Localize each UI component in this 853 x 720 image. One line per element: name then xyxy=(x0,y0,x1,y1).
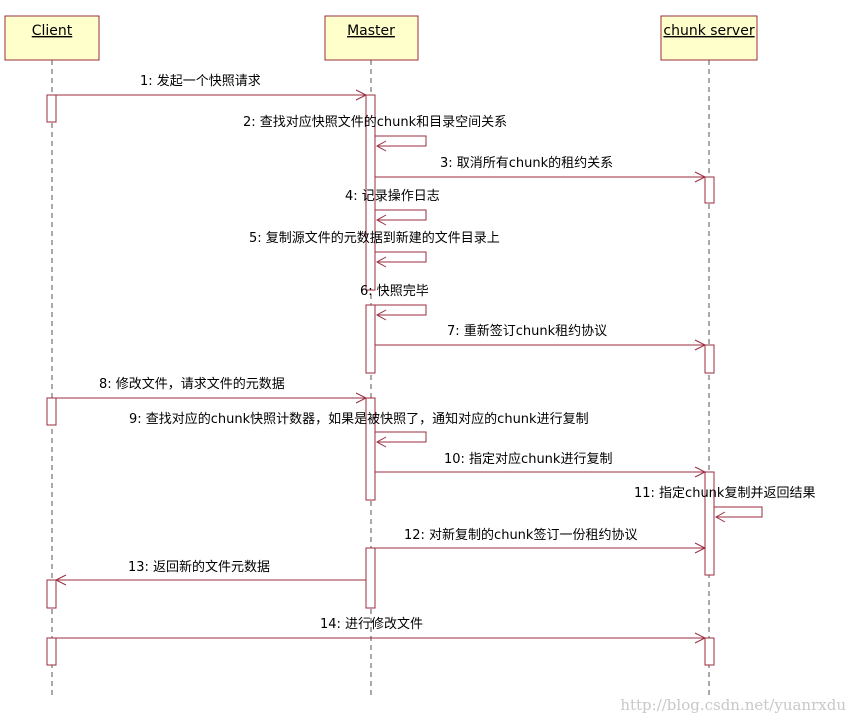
message-6-label: 6: 快照完毕 xyxy=(360,284,429,299)
actor-master: Master xyxy=(324,15,419,61)
message-8-label: 8: 修改文件，请求文件的元数据 xyxy=(99,376,285,392)
activation-bar xyxy=(46,397,57,426)
message-8: 8: 修改文件，请求文件的元数据 xyxy=(56,376,368,404)
message-7-label: 7: 重新签订chunk租约协议 xyxy=(447,323,607,339)
actor-master-label: Master xyxy=(347,23,395,39)
activation-bar xyxy=(704,344,715,374)
activation-bar xyxy=(46,637,57,666)
message-4-label: 4: 记录操作日志 xyxy=(345,188,440,204)
message-5: 5: 复制源文件的元数据到新建的文件目录上 xyxy=(249,230,500,268)
actor-client: Client xyxy=(4,15,100,61)
message-2-label: 2: 查找对应快照文件的chunk和目录空间关系 xyxy=(243,114,507,130)
message-13: 13: 返回新的文件元数据 xyxy=(54,559,366,586)
message-10: 10: 指定对应chunk进行复制 xyxy=(375,451,707,478)
actor-client-label: Client xyxy=(32,23,73,39)
actor-chunk-server-label: chunk server xyxy=(663,23,754,39)
message-1: 1: 发起一个快照请求 xyxy=(56,73,368,101)
message-5-label: 5: 复制源文件的元数据到新建的文件目录上 xyxy=(249,230,500,246)
message-13-label: 13: 返回新的文件元数据 xyxy=(128,559,270,575)
message-7: 7: 重新签订chunk租约协议 xyxy=(375,323,707,351)
message-2: 2: 查找对应快照文件的chunk和目录空间关系 xyxy=(243,114,507,152)
activation-bar xyxy=(365,547,376,609)
message-6: 6: 快照完毕 xyxy=(360,284,429,321)
message-11-label: 11: 指定chunk复制并返回结果 xyxy=(634,486,815,501)
actor-chunk-server: chunk server xyxy=(660,15,758,61)
message-1-label: 1: 发起一个快照请求 xyxy=(140,73,261,89)
message-9-label: 9: 查找对应的chunk快照计数器，如果是被快照了，通知对应的chunk进行复… xyxy=(129,411,589,427)
activation-bar xyxy=(365,397,376,501)
message-4: 4: 记录操作日志 xyxy=(345,188,440,226)
activation-bar xyxy=(365,94,376,291)
activation-bar xyxy=(704,637,715,666)
watermark: http://blog.csdn.net/yuanrxdu xyxy=(620,696,846,714)
activation-bar xyxy=(704,176,715,204)
message-3: 3: 取消所有chunk的租约关系 xyxy=(375,155,707,183)
message-9: 9: 查找对应的chunk快照计数器，如果是被快照了，通知对应的chunk进行复… xyxy=(129,411,589,448)
activation-bar xyxy=(46,94,57,123)
message-10-label: 10: 指定对应chunk进行复制 xyxy=(444,451,612,467)
message-14-label: 14: 进行修改文件 xyxy=(320,617,423,632)
message-12: 12: 对新复制的chunk签订一份租约协议 xyxy=(375,527,707,554)
activation-bar xyxy=(365,304,376,374)
message-14: 14: 进行修改文件 xyxy=(56,617,707,644)
message-11: 11: 指定chunk复制并返回结果 xyxy=(634,486,815,523)
activation-bar xyxy=(704,471,715,576)
activation-bar xyxy=(46,579,57,609)
message-12-label: 12: 对新复制的chunk签订一份租约协议 xyxy=(404,527,637,543)
message-3-label: 3: 取消所有chunk的租约关系 xyxy=(440,155,613,171)
